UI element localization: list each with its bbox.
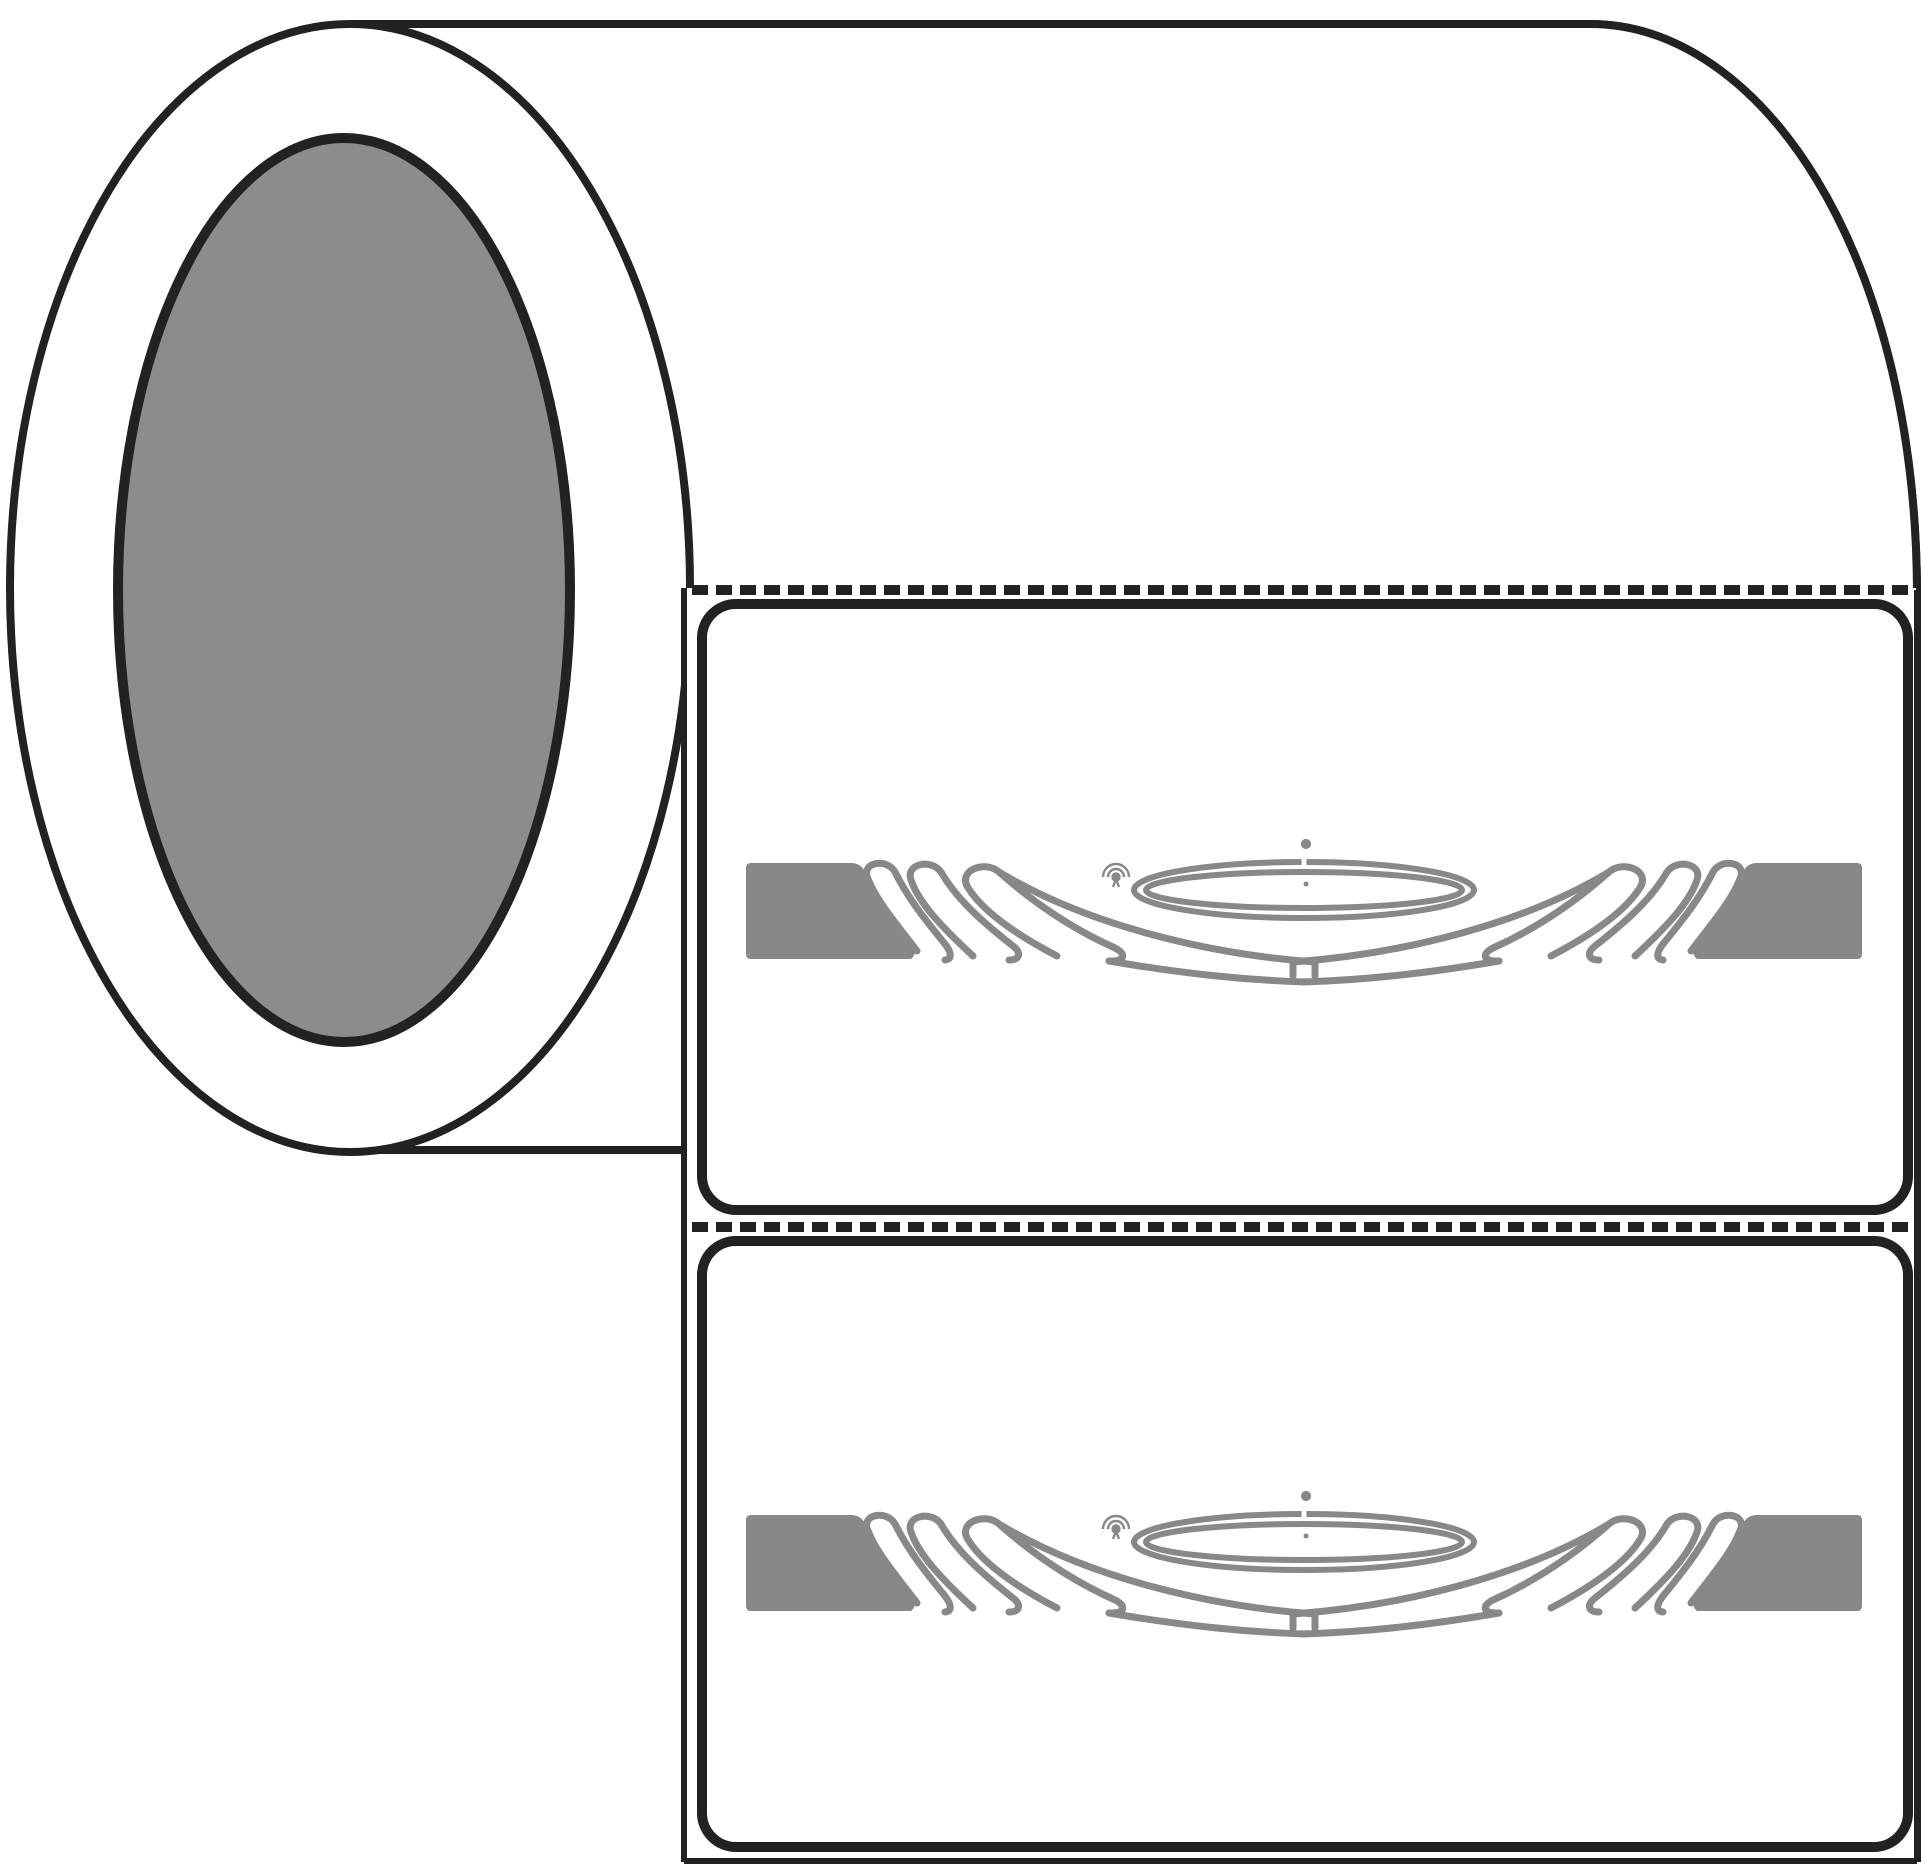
rfid-inlay-icon bbox=[746, 1491, 1862, 1634]
rfid-label bbox=[697, 599, 1913, 1215]
roll-core-icon bbox=[113, 133, 575, 1047]
rfid-chip-icon bbox=[1301, 1491, 1311, 1501]
rfid-inlay-icon bbox=[746, 839, 1862, 982]
rfid-label bbox=[697, 1236, 1913, 1852]
rfid-chip-icon bbox=[1301, 839, 1311, 849]
